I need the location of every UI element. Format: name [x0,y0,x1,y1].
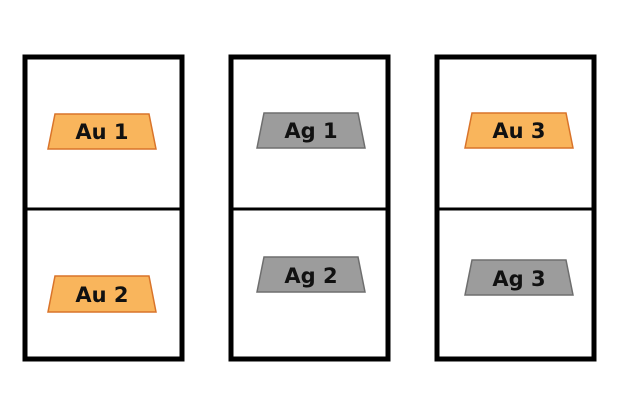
bar-au-3: Au 3 [464,112,574,149]
gold-bar-shape [464,112,574,149]
silver-bar-shape [256,112,366,149]
silver-bar-shape [256,256,366,293]
bar-au-1: Au 1 [47,113,157,150]
box-3: Au 3 Ag 3 [434,54,597,362]
gold-bar-shape [47,113,157,150]
bar-ag-1: Ag 1 [256,112,366,149]
bar-label-ag-1: Ag 1 [284,119,337,143]
bar-label-au-1: Au 1 [75,120,128,144]
bar-label-au-2: Au 2 [75,283,128,307]
bar-label-au-3: Au 3 [492,119,545,143]
bar-ag-2: Ag 2 [256,256,366,293]
bar-au-2: Au 2 [47,275,157,313]
gold-bar-shape [47,275,157,313]
bar-ag-3: Ag 3 [464,259,574,296]
box-1: Au 1 Au 2 [22,54,185,362]
silver-bar-shape [464,259,574,296]
bar-label-ag-3: Ag 3 [492,267,545,291]
box-2: Ag 1 Ag 2 [228,54,391,362]
bar-label-ag-2: Ag 2 [284,264,337,288]
